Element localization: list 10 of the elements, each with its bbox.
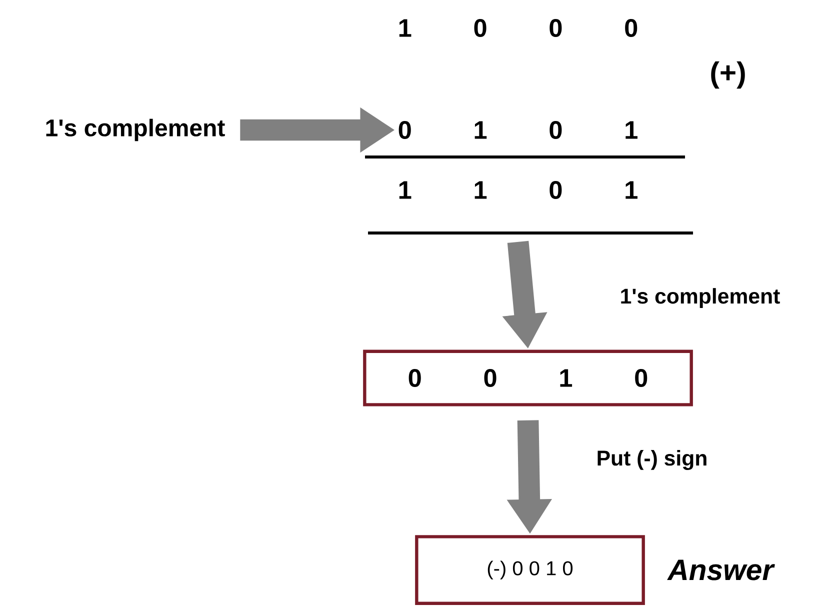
result-box: 0 0 1 0 (363, 350, 693, 406)
edge-label: Put (-) sign (594, 448, 710, 472)
answer-box: (-) 0 0 1 0 (415, 535, 645, 605)
binary-row: 1 0 0 0 (399, 19, 638, 37)
text-label: 1's complement (46, 118, 225, 142)
answer-label: Answer (667, 560, 775, 580)
plus-sign: (+) (711, 61, 745, 89)
binary-row: 1 1 0 1 (399, 181, 638, 199)
edge-label: 1's complement (618, 286, 782, 310)
binary-row: 0 1 0 1 (398, 121, 638, 139)
